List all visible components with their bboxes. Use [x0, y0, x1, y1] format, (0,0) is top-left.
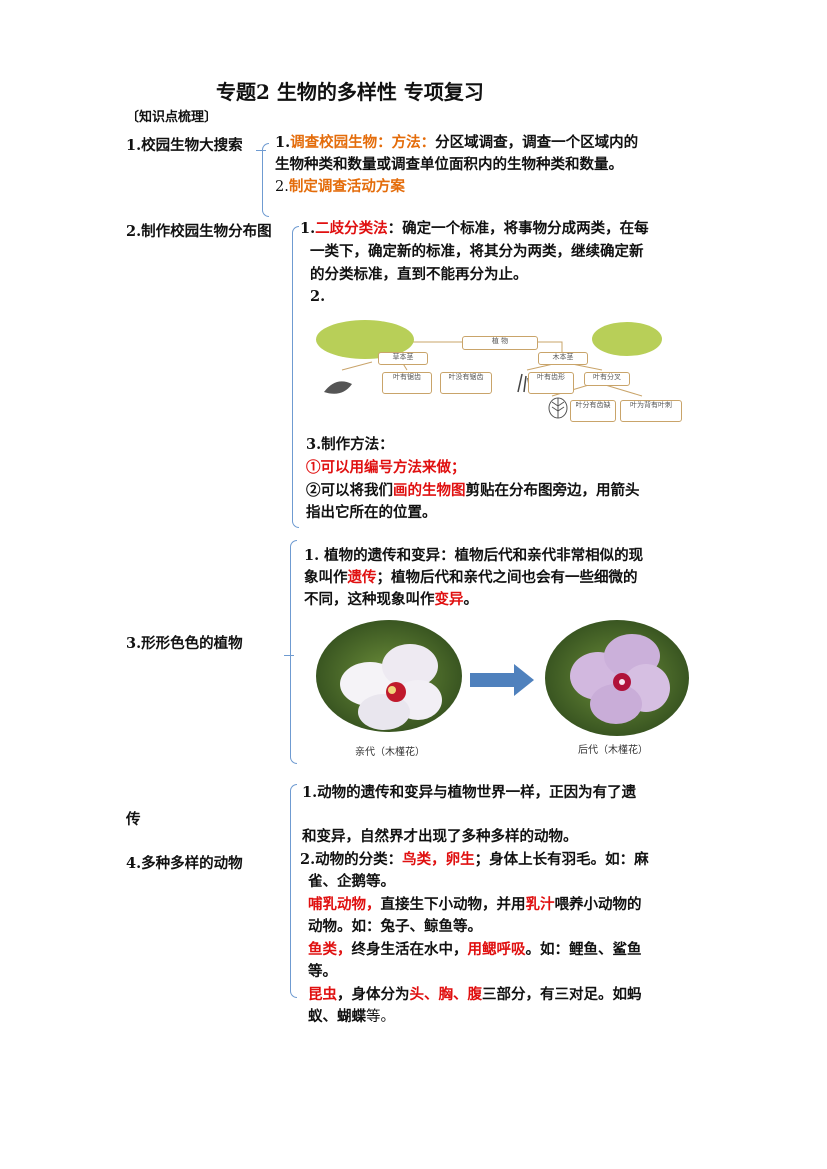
- diagram-lr: 叶没有锯齿: [440, 372, 492, 394]
- sec3-line1: 1. 植物的遗传和变异：植物后代和亲代非常相似的现: [304, 547, 644, 564]
- sec2-line4: 2.: [310, 288, 326, 305]
- diagram-wood: 木本茎: [538, 352, 588, 365]
- diagram-rr: 叶有分叉: [584, 372, 630, 386]
- sec4-l3-key: 鸟类，卵生: [402, 851, 475, 868]
- sec2-l7-key: 画的生物图: [393, 482, 466, 499]
- sec2-line6: ①可以用编号方法来做；: [306, 459, 466, 476]
- sec2-num: 1.: [300, 220, 316, 237]
- flower-images: [316, 620, 689, 736]
- classification-diagram: 植 物 草本茎 木本茎 叶有锯齿 叶没有锯齿 叶有齿形 叶有分叉 叶分有齿缺 叶…: [312, 318, 692, 428]
- sec4-l3-rest: ；身体上长有羽毛。如：麻: [474, 851, 649, 868]
- sec3-l2-a: 象叫作: [304, 569, 348, 586]
- diagram-rr2: 叶分有齿缺: [570, 400, 616, 422]
- sec4-heading: 4.多种多样的动物: [126, 855, 243, 872]
- sec4-l5-a: 直接生下小动物，并用: [380, 896, 526, 913]
- sec2-l7-rest: 剪贴在分布图旁边，用箭头: [465, 482, 640, 499]
- diagram-rl: 叶有齿形: [528, 372, 574, 394]
- diagram-rr3: 叶为背有叶刺: [620, 400, 682, 422]
- parent-flower-photo: [316, 620, 462, 732]
- sec2-line5: 3.制作方法：: [306, 436, 394, 453]
- diagram-ll: 叶有锯齿: [382, 372, 432, 394]
- sec2-line1: 1.二歧分类法：确定一个标准，将事物分成两类，在每: [300, 218, 649, 240]
- sec4-l9-rest: 三部分，有三对足。如蚂: [482, 986, 642, 1003]
- sec3-line2: 象叫作遗传；植物后代和亲代之间也会有一些细微的: [304, 567, 638, 589]
- sec4-l9-a: ，身体分为: [337, 986, 410, 1003]
- sec2-brace: [292, 226, 299, 528]
- leaf-icon: [324, 381, 352, 394]
- sec3-l2-key: 遗传: [347, 569, 377, 586]
- page-title: 专题2 生物的多样性 专项复习: [216, 80, 484, 104]
- sec4-l7-key2: 用鳃呼吸: [467, 941, 526, 958]
- sec2-heading: 2.制作校园生物分布图: [126, 223, 272, 240]
- sec4-line2: 和变异，自然界才出现了多种多样的动物。: [302, 828, 578, 845]
- sec4-l5-rest: 喂养小动物的: [554, 896, 642, 913]
- diagram-bubble-right: [592, 322, 662, 356]
- sec1-num2: 2.: [275, 179, 289, 195]
- sec4-l10-a: 蚁、蝴蝶: [308, 1008, 366, 1025]
- sec1-line2: 生物种类和数量或调查单位面积内的生物种类和数量。: [275, 156, 623, 173]
- sec4-line8: 等。: [308, 963, 337, 980]
- sec4-line6: 动物。如：兔子、鲸鱼等。: [308, 918, 482, 935]
- sec1-rest: 分区域调查，调查一个区域内的: [435, 134, 639, 151]
- sec3-brace-tick: [284, 655, 294, 656]
- caption-offspring: 后代（木槿花）: [578, 745, 648, 756]
- sec4-l5-key2: 乳汁: [525, 896, 555, 913]
- sec4-l3-a: 2.动物的分类：: [300, 851, 403, 868]
- sec4-line10: 蚁、蝴蝶等。: [308, 1006, 395, 1028]
- sec4-l9-k1: 头、胸、腹: [409, 986, 483, 1003]
- sec2-line7: ②可以将我们画的生物图剪贴在分布图旁边，用箭头: [306, 480, 640, 502]
- sec3-line3: 不同，这种现象叫作变异。: [304, 589, 478, 611]
- sec2-line8: 指出它所在的位置。: [306, 504, 437, 521]
- arrow-icon: [470, 664, 534, 696]
- sec3-heading: 3.形形色色的植物: [126, 635, 243, 652]
- diagram-herb: 草本茎: [378, 352, 428, 365]
- sec4-l9-key: 昆虫: [308, 986, 337, 1003]
- sec4-line5: 哺乳动物，直接生下小动物，并用乳汁喂养小动物的: [308, 894, 642, 916]
- sec4-line3: 2.动物的分类：鸟类，卵生；身体上长有羽毛。如：麻: [300, 849, 649, 871]
- sec4-l7-rest: 。如：鲤鱼、鲨鱼: [525, 941, 642, 958]
- sec1-line3: 2.制定调查活动方案: [275, 176, 405, 198]
- sec4-l5-key: 哺乳动物，: [308, 896, 381, 913]
- sec4-line7: 鱼类，终身生活在水中，用鳃呼吸。如：鲤鱼、鲨鱼: [308, 939, 642, 961]
- sec1-num: 1.: [275, 134, 291, 151]
- offspring-flower-photo: [545, 620, 689, 736]
- sec4-l7-key: 鱼类，: [308, 941, 352, 958]
- sec2-key: 二歧分类法: [315, 220, 388, 237]
- sec2-rest: ：确定一个标准，将事物分成两类，在每: [387, 220, 649, 237]
- sec1-line1: 1.调查校园生物：方法：分区域调查，调查一个区域内的: [275, 132, 638, 154]
- sec3-l3-key: 变异: [434, 591, 464, 608]
- sec3-brace: [290, 540, 297, 764]
- sec4-line4: 雀、企鹅等。: [308, 873, 395, 890]
- sec4-brace: [290, 784, 297, 998]
- sec1-key2: 制定调查活动方案: [288, 178, 405, 195]
- sec4-l10-b: 等。: [366, 1009, 395, 1025]
- caption-parent: 亲代（木槿花）: [355, 747, 425, 758]
- sec1-brace-tick: [256, 150, 266, 151]
- sec4-line1: 1.动物的遗传和变异与植物世界一样，正因为有了遗: [302, 784, 637, 801]
- section-subtitle: 〔知识点梳理〕: [126, 110, 218, 125]
- diagram-root: 植 物: [462, 336, 538, 350]
- sec2-l7-a: ②可以将我们: [306, 482, 393, 499]
- leaf-outline-icon: [548, 397, 568, 419]
- sec2-line2: 一类下，确定新的标准，将其分为两类，继续确定新: [310, 243, 644, 260]
- sec3-l3-a: 不同，这种现象叫作: [304, 591, 435, 608]
- sec4-stray-char: 传: [126, 811, 141, 828]
- sec1-brace: [262, 143, 269, 217]
- sec4-l7-a: 终身生活在水中，: [351, 941, 468, 958]
- sec1-heading: 1.校园生物大搜索: [126, 137, 243, 154]
- sec3-l3-rest: 。: [463, 591, 479, 608]
- sec3-l2-rest: ；植物后代和亲代之间也会有一些细微的: [376, 569, 638, 586]
- sec1-key: 调查校园生物：方法：: [290, 134, 436, 151]
- sec2-line3: 的分类标准，直到不能再分为止。: [310, 266, 528, 283]
- sec4-line9: 昆虫，身体分为头、胸、腹三部分，有三对足。如蚂: [308, 984, 642, 1006]
